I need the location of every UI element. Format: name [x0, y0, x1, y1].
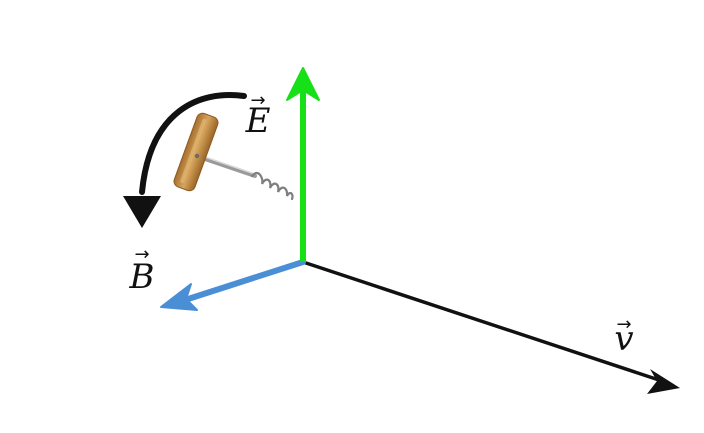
curved-rotation-arrow-icon [123, 92, 247, 228]
v-arrow-accent: → [616, 314, 632, 335]
b-vector [160, 259, 306, 311]
v-vector [301, 260, 680, 394]
e-arrow-accent: → [250, 90, 266, 111]
e-vector-label: → E [240, 90, 276, 142]
b-arrow-accent: → [134, 244, 150, 265]
b-letter: B [129, 257, 155, 297]
v-vector-label: → v [608, 314, 640, 360]
v-letter: v [614, 319, 634, 359]
b-vector-label: → B [124, 244, 160, 298]
e-letter: E [245, 101, 271, 141]
corkscrew-icon [173, 112, 294, 201]
e-vector [286, 67, 320, 262]
